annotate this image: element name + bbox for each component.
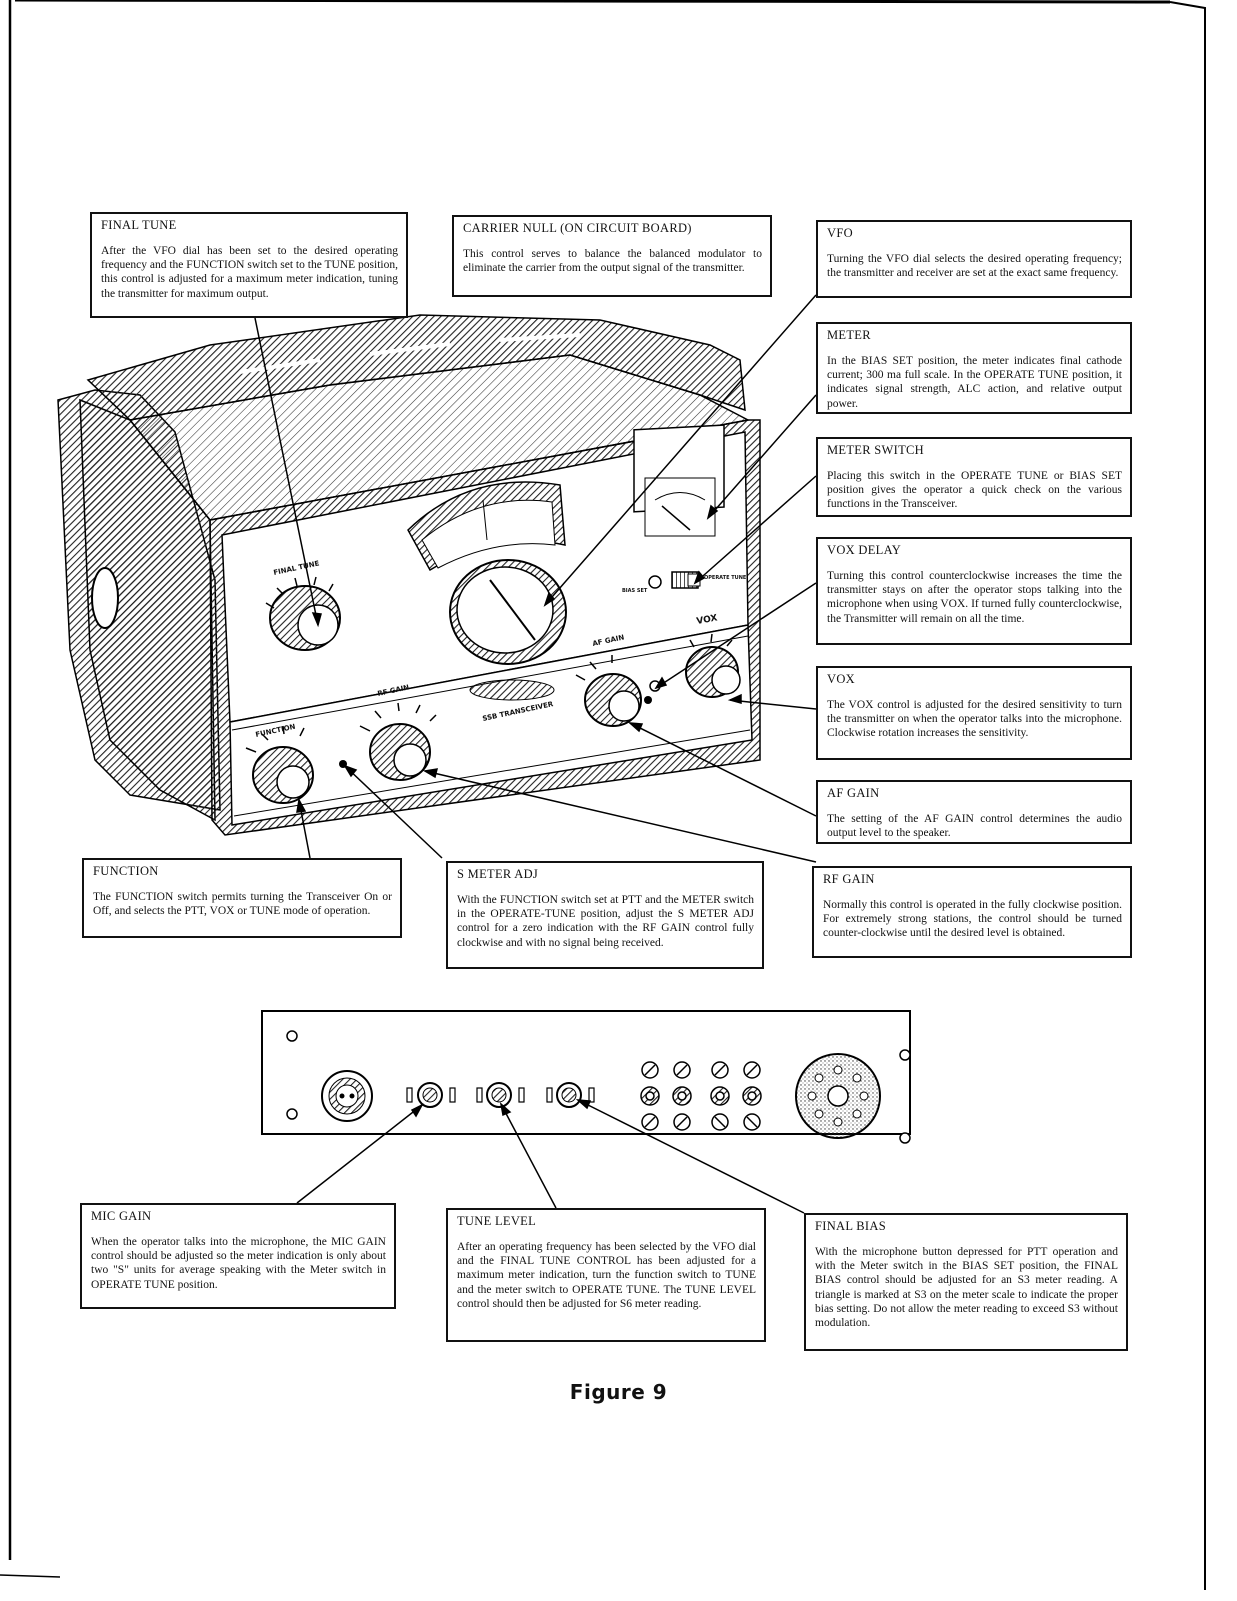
- callout-meter: METER In the BIAS SET position, the mete…: [816, 322, 1132, 414]
- callout-tune-level: TUNE LEVEL After an operating frequency …: [446, 1208, 766, 1342]
- callout-title: MIC GAIN: [91, 1209, 152, 1223]
- panel-label-bias-set: BIAS SET: [622, 588, 648, 594]
- callout-body: The VOX control is adjusted for the desi…: [827, 699, 1122, 740]
- callout-title: FINAL TUNE: [101, 218, 177, 232]
- callout-carrier-null: CARRIER NULL (ON CIRCUIT BOARD) This con…: [452, 215, 772, 297]
- callout-vox: VOX The VOX control is adjusted for the …: [816, 666, 1132, 760]
- callout-vox-delay: VOX DELAY Turning this control countercl…: [816, 537, 1132, 645]
- callout-body: With the FUNCTION switch set at PTT and …: [457, 894, 754, 949]
- callout-function: FUNCTION The FUNCTION switch permits tur…: [82, 858, 402, 938]
- callout-af-gain: AF GAIN The setting of the AF GAIN contr…: [816, 780, 1132, 844]
- callout-body: This control serves to balance the balan…: [463, 248, 762, 275]
- callout-rf-gain: RF GAIN Normally this control is operate…: [812, 866, 1132, 958]
- callout-body: Normally this control is operated in the…: [823, 899, 1122, 940]
- page-edges: [0, 0, 1206, 1590]
- leader-lines: [254, 294, 817, 1214]
- callout-body: With the microphone button depressed for…: [815, 1246, 1118, 1330]
- transceiver-cabinet: [57, 314, 761, 836]
- callout-title: CARRIER NULL (ON CIRCUIT BOARD): [463, 221, 692, 235]
- callout-title: FUNCTION: [93, 864, 159, 878]
- callout-body: Placing this switch in the OPERATE TUNE …: [827, 470, 1122, 511]
- callout-vfo: VFO Turning the VFO dial selects the des…: [816, 220, 1132, 298]
- callout-s-meter-adj: S METER ADJ With the FUNCTION switch set…: [446, 861, 764, 969]
- callout-title: VOX DELAY: [827, 543, 902, 557]
- callout-title: VOX: [827, 672, 855, 686]
- callout-body: Turning this control counterclockwise in…: [827, 570, 1122, 625]
- figure-caption: Figure 9: [569, 1380, 668, 1404]
- callout-title: VFO: [827, 226, 853, 240]
- callout-meter-switch: METER SWITCH Placing this switch in the …: [816, 437, 1132, 517]
- callout-body: After the VFO dial has been set to the d…: [101, 245, 398, 300]
- callout-title: TUNE LEVEL: [457, 1214, 537, 1228]
- circuit-board-panel: [261, 1010, 911, 1144]
- panel-label-operate-tune: OPERATE TUNE: [704, 575, 747, 581]
- callout-final-tune: FINAL TUNE After the VFO dial has been s…: [90, 212, 408, 318]
- callout-final-bias: FINAL BIAS With the microphone button de…: [804, 1213, 1128, 1351]
- callout-body: Turning the VFO dial selects the desired…: [827, 253, 1122, 280]
- panel-label-vox: VOX: [696, 613, 719, 627]
- jack-grid: [640, 1061, 762, 1131]
- callout-title: AF GAIN: [827, 786, 880, 800]
- callout-body: The setting of the AF GAIN control deter…: [827, 813, 1122, 840]
- callout-title: S METER ADJ: [457, 867, 539, 881]
- callout-body: In the BIAS SET position, the meter indi…: [827, 355, 1122, 410]
- callout-body: The FUNCTION switch permits turning the …: [93, 891, 392, 918]
- callout-title: METER SWITCH: [827, 443, 924, 457]
- callout-title: RF GAIN: [823, 872, 875, 886]
- callout-body: When the operator talks into the microph…: [91, 1236, 386, 1291]
- callout-mic-gain: MIC GAIN When the operator talks into th…: [80, 1203, 396, 1309]
- callout-title: FINAL BIAS: [815, 1219, 886, 1233]
- callout-title: METER: [827, 328, 871, 342]
- callout-body: After an operating frequency has been se…: [457, 1241, 756, 1310]
